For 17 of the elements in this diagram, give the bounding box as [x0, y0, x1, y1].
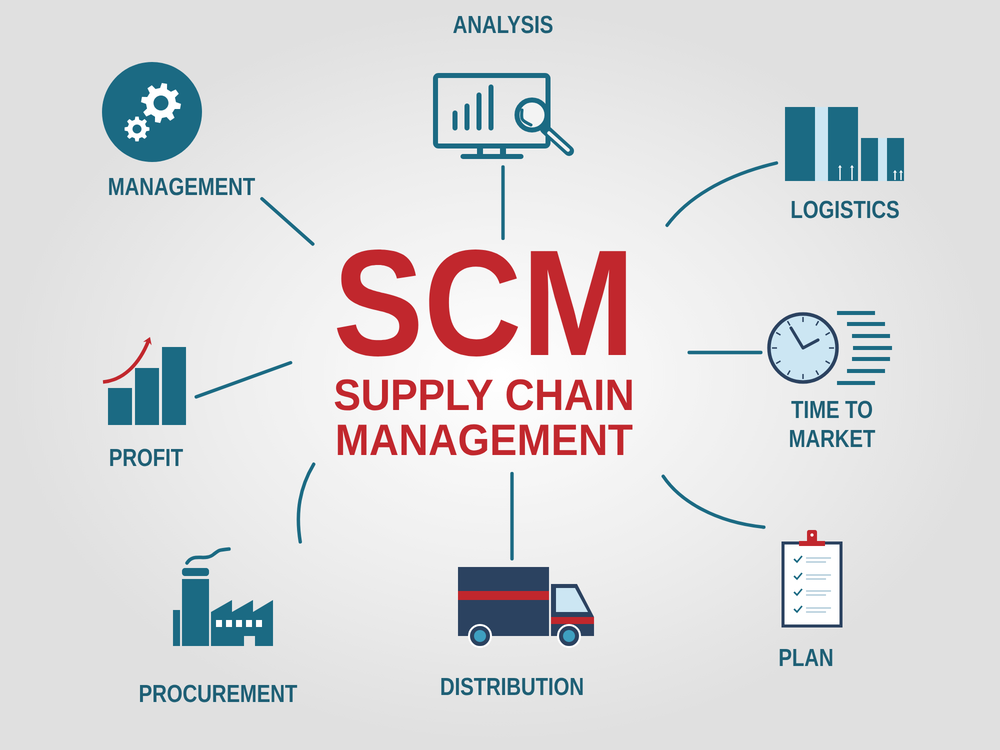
- connector-line: [665, 161, 778, 227]
- connector-line: [260, 197, 315, 246]
- icon-label: DISTRIBUTION: [441, 678, 583, 696]
- icon-label: LOGISTICS: [792, 200, 899, 218]
- connector-line: [510, 472, 514, 560]
- icon-label: PLAN: [780, 649, 832, 666]
- icon-label: MANAGEMENT: [109, 178, 255, 196]
- central-title: SCM SUPPLY CHAIN MANAGEMENT: [334, 250, 632, 456]
- connector-line: [688, 350, 762, 354]
- icon-label: TIME TO MARKET: [790, 400, 876, 447]
- connector-line: [501, 165, 505, 240]
- connector-line: [194, 361, 292, 399]
- connector-line: [662, 474, 766, 529]
- icon-label: ANALYSIS: [453, 16, 552, 34]
- connector-line: [296, 462, 316, 544]
- icon-label: PROFIT: [110, 448, 183, 466]
- icon-label: PROCUREMENT: [140, 684, 298, 702]
